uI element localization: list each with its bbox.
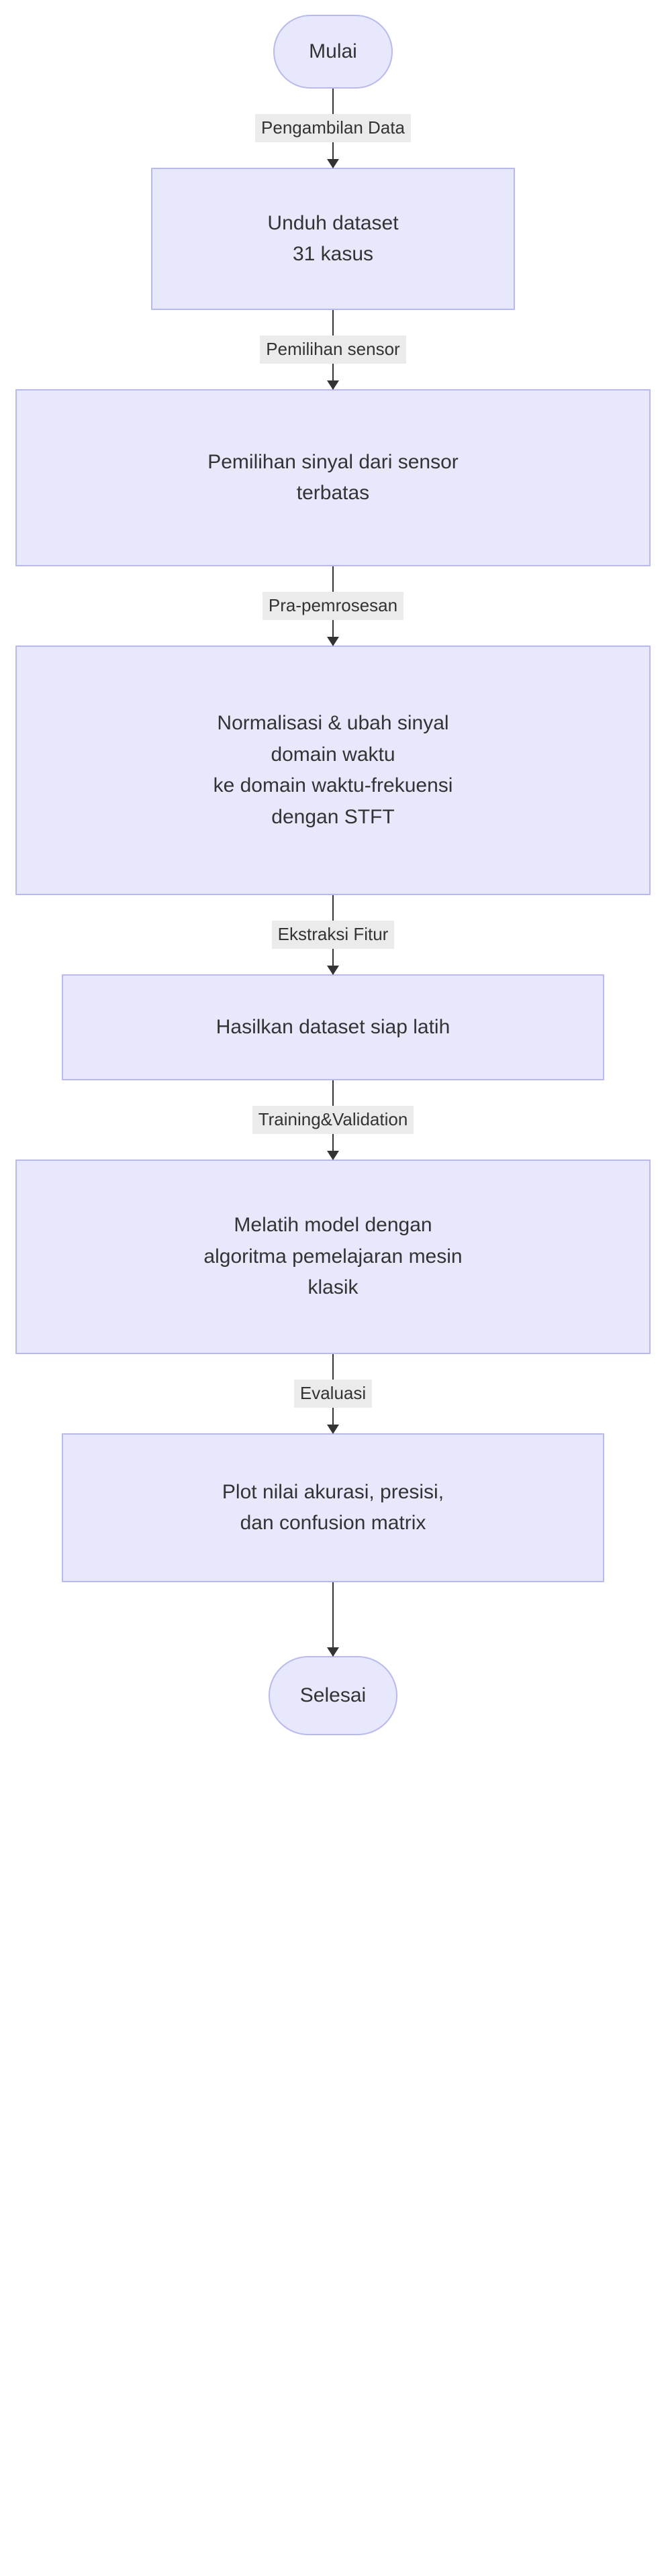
node-mulai[interactable]: Mulai [273,15,393,89]
arrowhead-icon [327,1425,339,1434]
edge-label-ekstraksi-fitur: Ekstraksi Fitur [271,921,395,949]
node-melatih-model-label: Melatih model dengan algoritma pemelajar… [203,1214,463,1299]
arrowhead-icon [327,1151,339,1160]
edge-label-pengambilan-data: Pengambilan Data [255,114,411,142]
edge-line [332,1582,334,1656]
arrowhead-icon [327,380,339,390]
edge-normalisasi-to-hasilkan: Ekstraksi Fitur [0,895,666,975]
node-plot-hasil-label: Plot nilai akurasi, presisi, dan confusi… [222,1480,444,1535]
edge-melatih-to-plot: Evaluasi [0,1354,666,1434]
node-hasilkan-dataset[interactable]: Hasilkan dataset siap latih [62,974,604,1080]
edge-hasilkan-to-melatih: Training&Validation [0,1080,666,1160]
node-pemilihan-sinyal-label: Pemilihan sinyal dari sensor terbatas [207,450,459,505]
edge-label-pra-pemrosesan: Pra-pemrosesan [262,592,404,620]
node-unduh-dataset[interactable]: Unduh dataset 31 kasus [151,168,515,310]
node-normalisasi-stft[interactable]: Normalisasi & ubah sinyal domain waktu k… [15,646,651,895]
edge-pemilihan-to-normalisasi: Pra-pemrosesan [0,566,666,646]
node-selesai[interactable]: Selesai [269,1656,397,1735]
node-pemilihan-sinyal[interactable]: Pemilihan sinyal dari sensor terbatas [15,389,651,566]
node-normalisasi-stft-label: Normalisasi & ubah sinyal domain waktu k… [213,712,453,828]
edge-label-pemilihan-sensor: Pemilihan sensor [260,336,406,364]
edge-unduh-to-pemilihan: Pemilihan sensor [0,310,666,390]
node-plot-hasil[interactable]: Plot nilai akurasi, presisi, dan confusi… [62,1433,604,1582]
edge-plot-to-selesai [0,1582,666,1657]
arrowhead-icon [327,159,339,168]
edge-mulai-to-unduh: Pengambilan Data [0,89,666,168]
node-selesai-label: Selesai [299,1684,367,1706]
arrowhead-icon [327,966,339,975]
edge-label-evaluasi: Evaluasi [293,1380,373,1408]
edge-label-training-validation: Training&Validation [252,1106,414,1134]
node-unduh-dataset-label: Unduh dataset 31 kasus [267,211,399,266]
node-mulai-label: Mulai [309,40,357,62]
node-hasilkan-dataset-label: Hasilkan dataset siap latih [216,1015,450,1038]
arrowhead-icon [327,637,339,646]
node-melatih-model[interactable]: Melatih model dengan algoritma pemelajar… [15,1160,651,1354]
arrowhead-icon [327,1647,339,1657]
